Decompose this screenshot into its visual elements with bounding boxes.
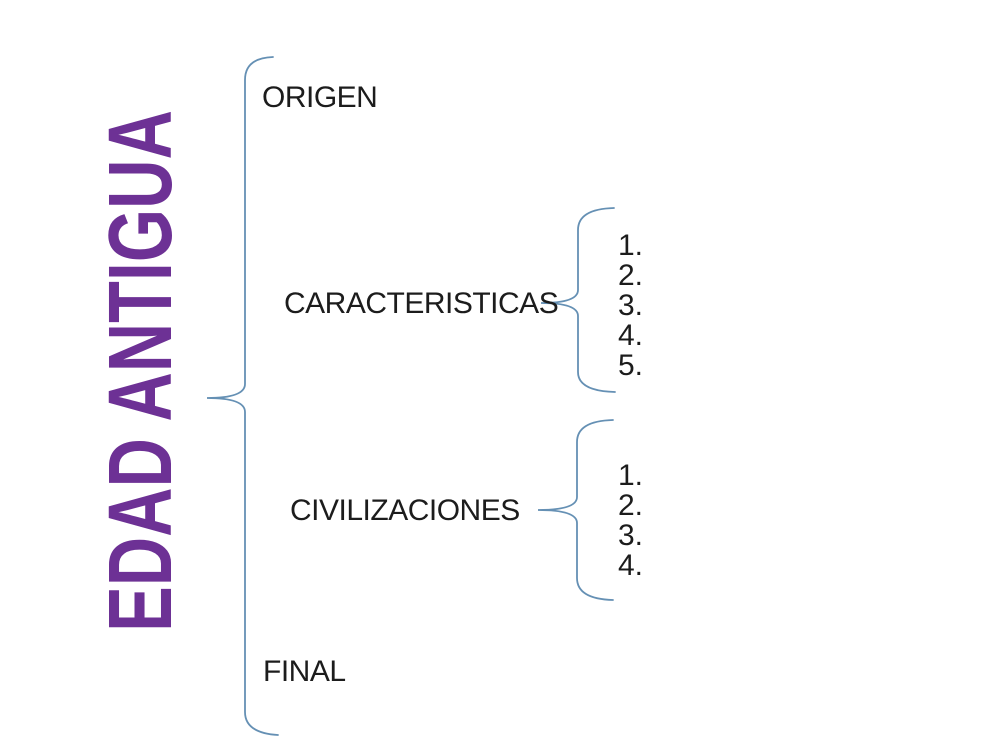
list-item: 2. <box>618 259 644 292</box>
list-item: 2. <box>618 489 644 522</box>
list-item: 3. <box>618 289 644 322</box>
caracteristicas-brace <box>540 207 616 393</box>
list-item: 1. <box>618 229 644 262</box>
branch-label-final: FINAL <box>263 655 346 688</box>
numbered-list-civilizaciones: 1. 2. 3. 4. <box>618 461 643 581</box>
list-item: 5. <box>618 349 644 382</box>
civilizaciones-brace <box>537 419 614 601</box>
numbered-list-caracteristicas: 1. 2. 3. 4. 5. <box>618 231 643 381</box>
diagram-title: EDAD ANTIGUA <box>91 110 191 632</box>
list-item: 4. <box>618 549 644 582</box>
list-item: 1. <box>618 459 644 492</box>
branch-label-origen: ORIGEN <box>262 81 378 114</box>
branch-label-civilizaciones: CIVILIZACIONES <box>290 494 520 527</box>
branch-label-caracteristicas: CARACTERISTICAS <box>284 287 559 320</box>
list-item: 4. <box>618 319 644 352</box>
main-brace <box>206 56 279 736</box>
list-item: 3. <box>618 519 644 552</box>
